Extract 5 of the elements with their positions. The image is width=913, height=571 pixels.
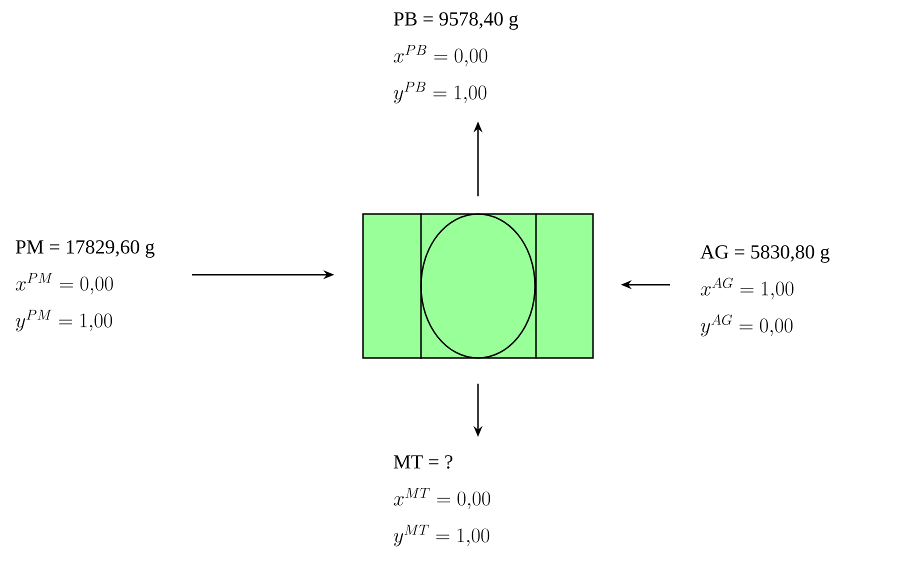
stream-label: AG = 5830,80 g $x^{AG} = 1{,}00$ $y^{AG} = 0{,}00$ — [700, 245, 830, 336]
mixer-box — [362, 213, 594, 359]
stream-label: MT = ? $x^{MT} = 0{,}00$ $y^{MT} = 1{,}00$ — [394, 455, 490, 546]
stream-label: PB = 9578,40 g $x^{PB} = 0{,}00$ $y^{PB} = 1{,}00$ — [394, 12, 518, 104]
stream-label: PM = 17829,60 g $x^{PM} = 0{,}00$ $y^{PM} = 1{,}00$ — [16, 240, 154, 332]
